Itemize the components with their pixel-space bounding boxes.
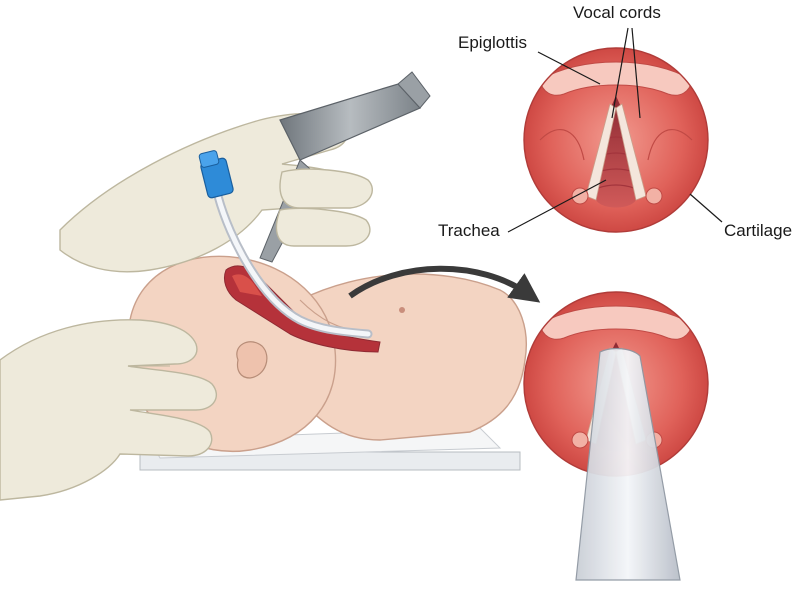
label-vocal-cords: Vocal cords bbox=[573, 4, 661, 21]
label-epiglottis: Epiglottis bbox=[458, 34, 527, 51]
larynx-view-top bbox=[524, 48, 708, 232]
label-trachea: Trachea bbox=[438, 222, 500, 239]
label-cartilage: Cartilage bbox=[724, 222, 792, 239]
left-hand bbox=[0, 320, 216, 500]
